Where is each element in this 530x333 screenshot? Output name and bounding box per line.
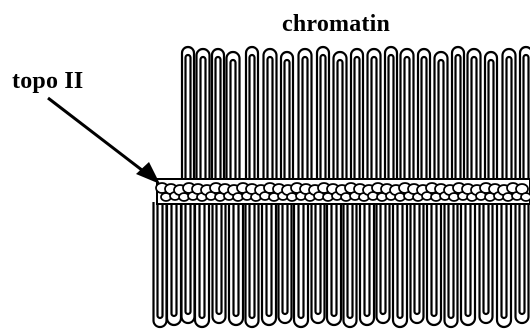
lower-chromatin-loop-inner: [466, 202, 471, 316]
lower-chromatin-loop-inner: [267, 202, 272, 316]
topo-ii-knot: [521, 193, 530, 201]
scaffold-knots: [156, 183, 530, 201]
upper-chromatin-loop-inner: [303, 57, 308, 184]
topo-ii-arrow-line: [48, 98, 151, 177]
lower-chromatin-loop-inner: [234, 202, 239, 316]
upper-chromatin-loop-inner: [389, 55, 394, 184]
topo-ii-label: topo II: [12, 69, 83, 93]
upper-chromatin-loop-inner: [201, 57, 206, 184]
lower-chromatin-loop-inner: [502, 202, 507, 318]
upper-chromatin-loop-inner: [321, 55, 326, 184]
chromatin-label: chromatin: [282, 12, 390, 36]
upper-chromatin-loop-inner: [422, 57, 427, 184]
upper-chromatin-loop-inner: [456, 55, 461, 184]
lower-chromatin-loop-inner: [316, 202, 321, 314]
topo-ii-arrow-head: [136, 162, 160, 184]
lower-loop-group: [154, 202, 529, 327]
lower-chromatin-loop-inner: [217, 202, 222, 314]
upper-chromatin-loop-inner: [231, 60, 236, 184]
upper-chromatin-loop-inner: [405, 57, 410, 184]
upper-chromatin-loop-inner: [250, 55, 255, 184]
upper-chromatin-loop-inner: [524, 55, 529, 184]
lower-chromatin-loop-inner: [200, 202, 205, 318]
upper-chromatin-loop-inner: [355, 57, 360, 184]
lower-chromatin-loop-inner: [172, 202, 177, 316]
lower-chromatin-loop-inner: [520, 202, 525, 314]
upper-chromatin-loop-inner: [472, 57, 477, 184]
lower-chromatin-loop-inner: [186, 202, 191, 314]
lower-chromatin-loop-inner: [158, 202, 163, 318]
lower-chromatin-loop-inner: [283, 202, 288, 314]
lower-chromatin-loop-inner: [365, 202, 370, 316]
upper-chromatin-loop-inner: [439, 60, 444, 184]
lower-chromatin-loop-inner: [348, 202, 353, 318]
lower-chromatin-loop-inner: [449, 202, 454, 318]
lower-chromatin-loop-inner: [299, 202, 304, 318]
lower-chromatin-loop-inner: [381, 202, 386, 314]
upper-chromatin-loop-inner: [507, 57, 512, 184]
lower-chromatin-loop-inner: [415, 202, 420, 314]
upper-chromatin-loop-inner: [268, 57, 273, 184]
lower-chromatin-loop-inner: [398, 202, 403, 318]
lower-chromatin-loop-inner: [484, 202, 489, 314]
upper-chromatin-loop-inner: [489, 60, 494, 184]
upper-chromatin-loop-inner: [285, 60, 290, 184]
upper-chromatin-loop-inner: [186, 55, 191, 184]
lower-chromatin-loop-inner: [432, 202, 437, 316]
lower-chromatin-loop-inner: [332, 202, 337, 316]
upper-chromatin-loop-inner: [216, 57, 221, 184]
upper-chromatin-loop-inner: [372, 57, 377, 184]
lower-chromatin-loop-inner: [250, 202, 255, 318]
upper-loop-group: [182, 47, 530, 184]
upper-chromatin-loop-inner: [338, 60, 343, 184]
